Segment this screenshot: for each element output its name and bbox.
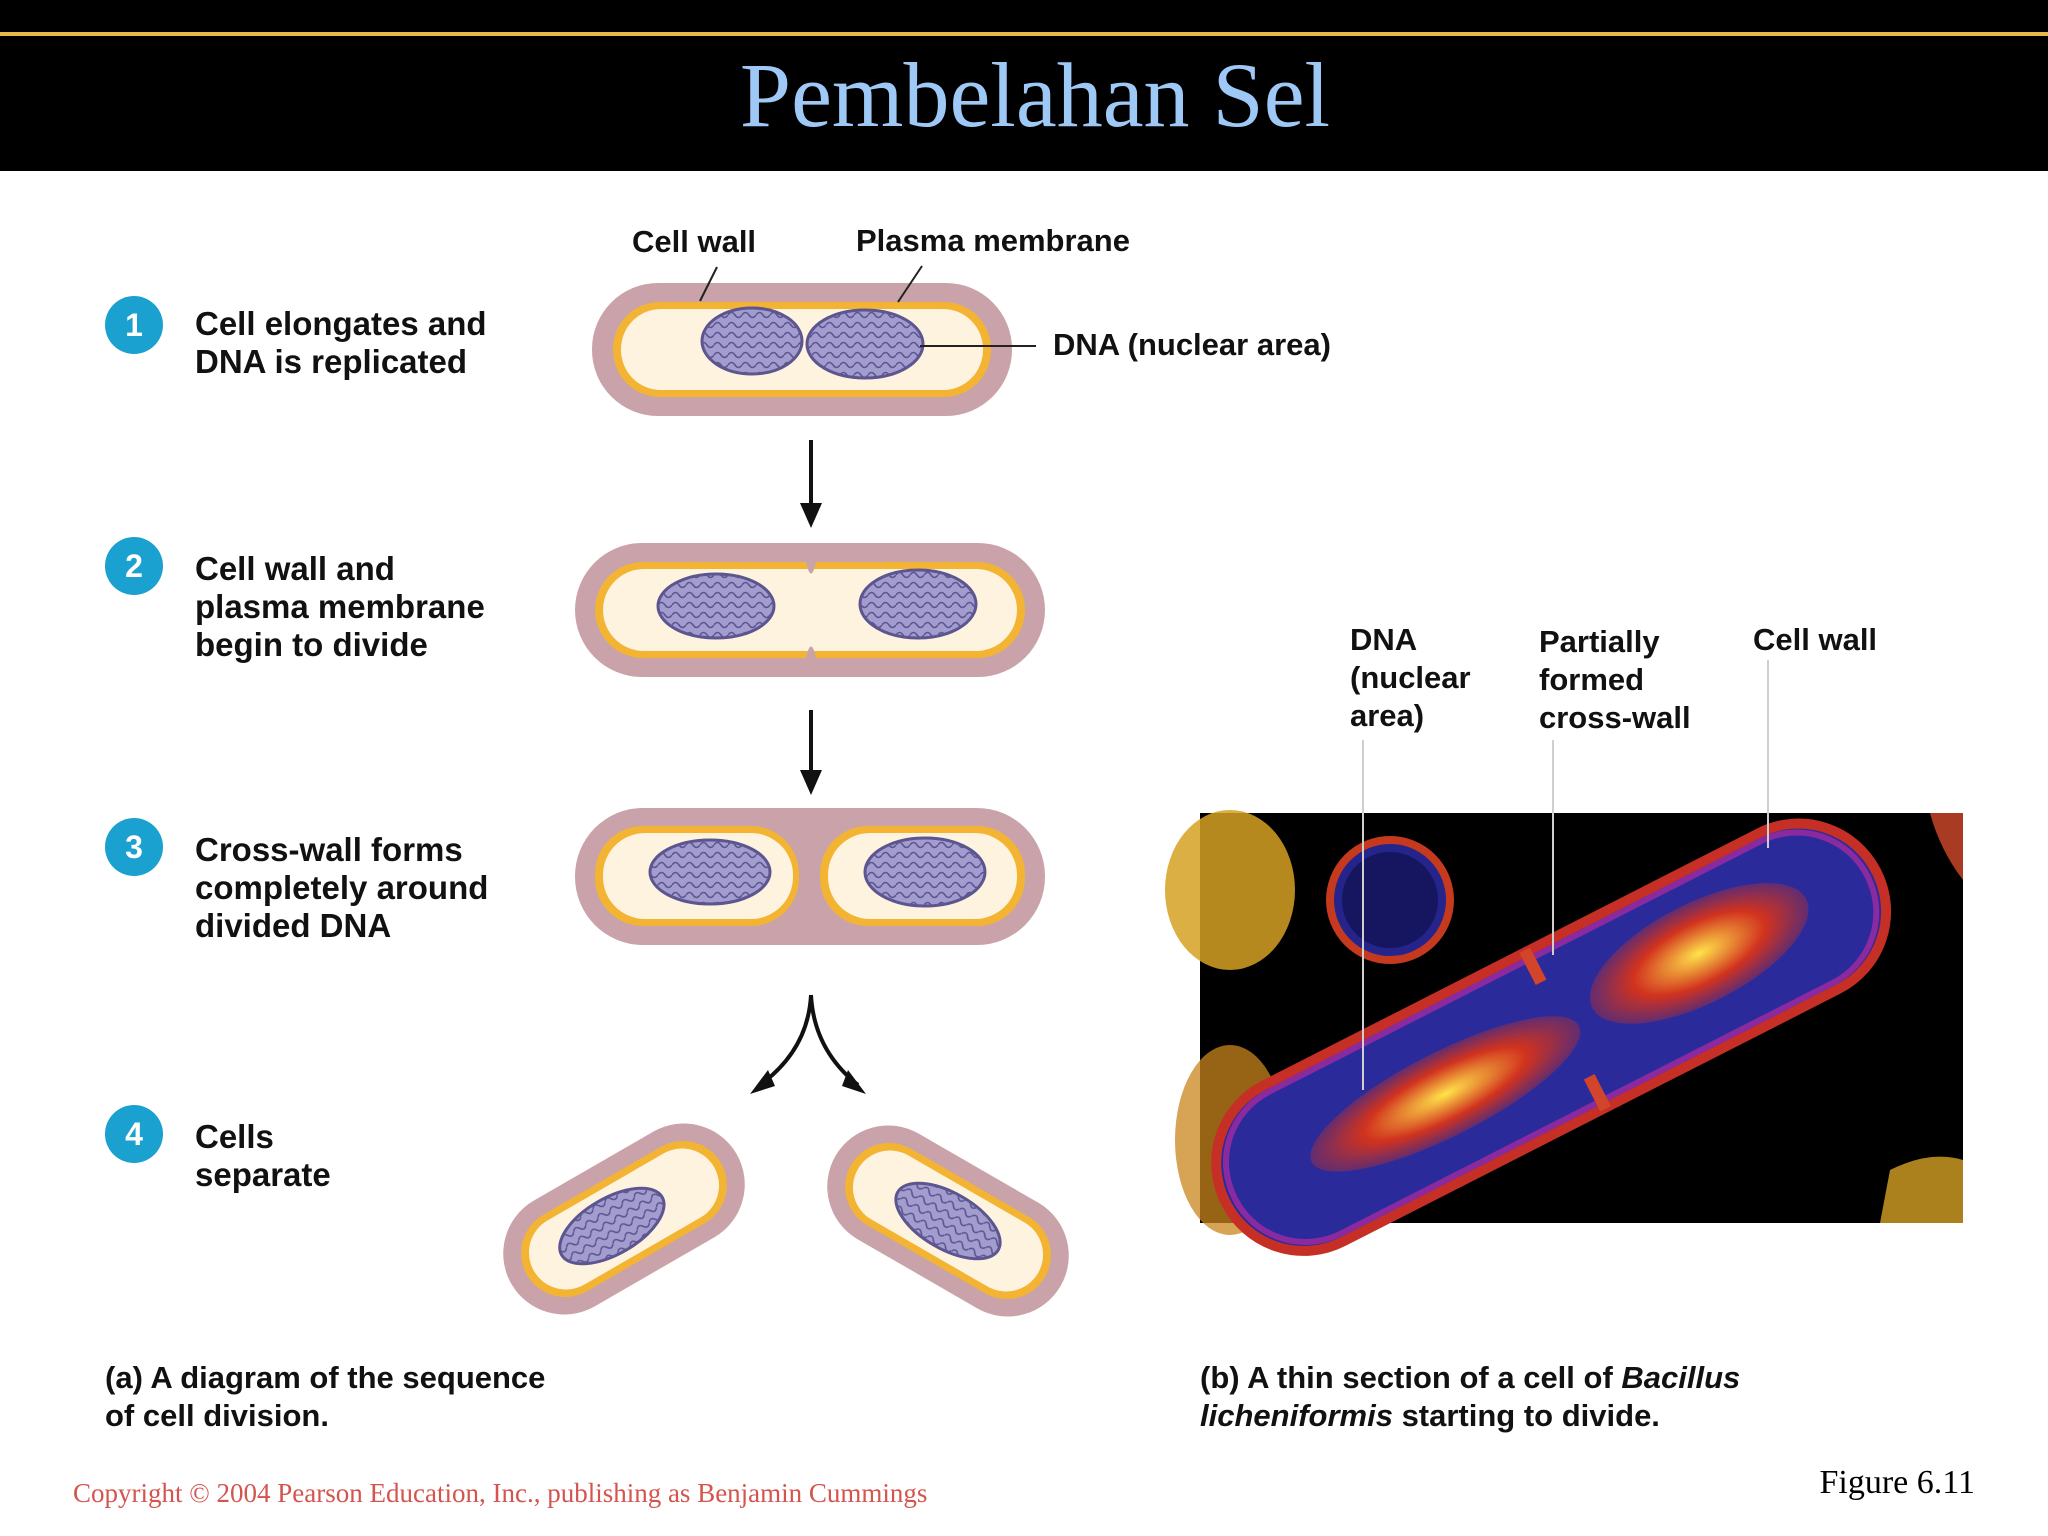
cell-step-1 xyxy=(592,265,1036,416)
arrow-split xyxy=(750,994,866,1094)
step-text-3: Cross-wall forms completely around divid… xyxy=(195,831,489,944)
cell-step-4-left xyxy=(503,1123,745,1315)
label-cell-wall: Cell wall xyxy=(632,224,757,259)
label-dna-nuclear-area: DNA (nuclear area) xyxy=(1053,327,1331,362)
step-text-2: Cell wall and plasma membrane begin to d… xyxy=(195,550,485,663)
label-micrograph-cross-wall: Partially formed cross-wall xyxy=(1539,624,1691,735)
dna-blob xyxy=(894,1181,1002,1261)
step-number-4: 4 xyxy=(105,1105,163,1163)
caption-a-tag: (a) xyxy=(105,1360,143,1395)
title-bar: Pembelahan Sel xyxy=(0,0,2048,171)
caption-b-text-line2: starting to divide. xyxy=(1401,1398,1660,1433)
caption-b-text: A thin section of a cell of xyxy=(1247,1360,1613,1395)
caption-a-text: A diagram of the sequence xyxy=(150,1360,546,1395)
arrow-down xyxy=(800,440,822,528)
label-micrograph-cell-wall: Cell wall xyxy=(1753,622,1878,657)
step-number-1: 1 xyxy=(105,296,163,354)
copyright-notice: Copyright © 2004 Pearson Education, Inc.… xyxy=(73,1478,928,1508)
dna-blob xyxy=(656,572,776,640)
arrow-down xyxy=(800,710,822,795)
caption-b-species-genus: Bacillus xyxy=(1621,1360,1741,1395)
caption-b: (b) A thin section of a cell of Bacillus… xyxy=(1200,1359,1740,1435)
caption-b-species-epithet: licheniformis xyxy=(1200,1398,1393,1433)
dna-blob xyxy=(558,1186,666,1266)
label-plasma-membrane: Plasma membrane xyxy=(856,223,1130,258)
cell-step-2 xyxy=(575,543,1045,677)
cell-step-3 xyxy=(575,808,1045,945)
dna-blob xyxy=(648,838,772,906)
caption-a-text-line2: of cell division. xyxy=(105,1398,329,1433)
micrograph xyxy=(1165,660,1963,1256)
step-text-4: Cells separate xyxy=(195,1118,331,1193)
page-title: Pembelahan Sel xyxy=(739,44,1331,146)
caption-b-tag: (b) xyxy=(1200,1360,1240,1395)
figure-number: Figure 6.11 xyxy=(1819,1464,1975,1501)
cell-step-4-right xyxy=(827,1125,1069,1317)
dna-blob xyxy=(863,836,987,908)
dna-blob xyxy=(700,306,804,376)
label-micrograph-dna: DNA (nuclear area) xyxy=(1350,622,1471,733)
dna-blob xyxy=(858,568,978,640)
step-number-3: 3 xyxy=(105,818,163,876)
dna-blob xyxy=(805,308,925,380)
step-text-1: Cell elongates and DNA is replicated xyxy=(195,305,487,380)
step-number-2: 2 xyxy=(105,537,163,595)
title-rule xyxy=(0,32,2048,36)
caption-a: (a) A diagram of the sequence of cell di… xyxy=(105,1359,545,1435)
